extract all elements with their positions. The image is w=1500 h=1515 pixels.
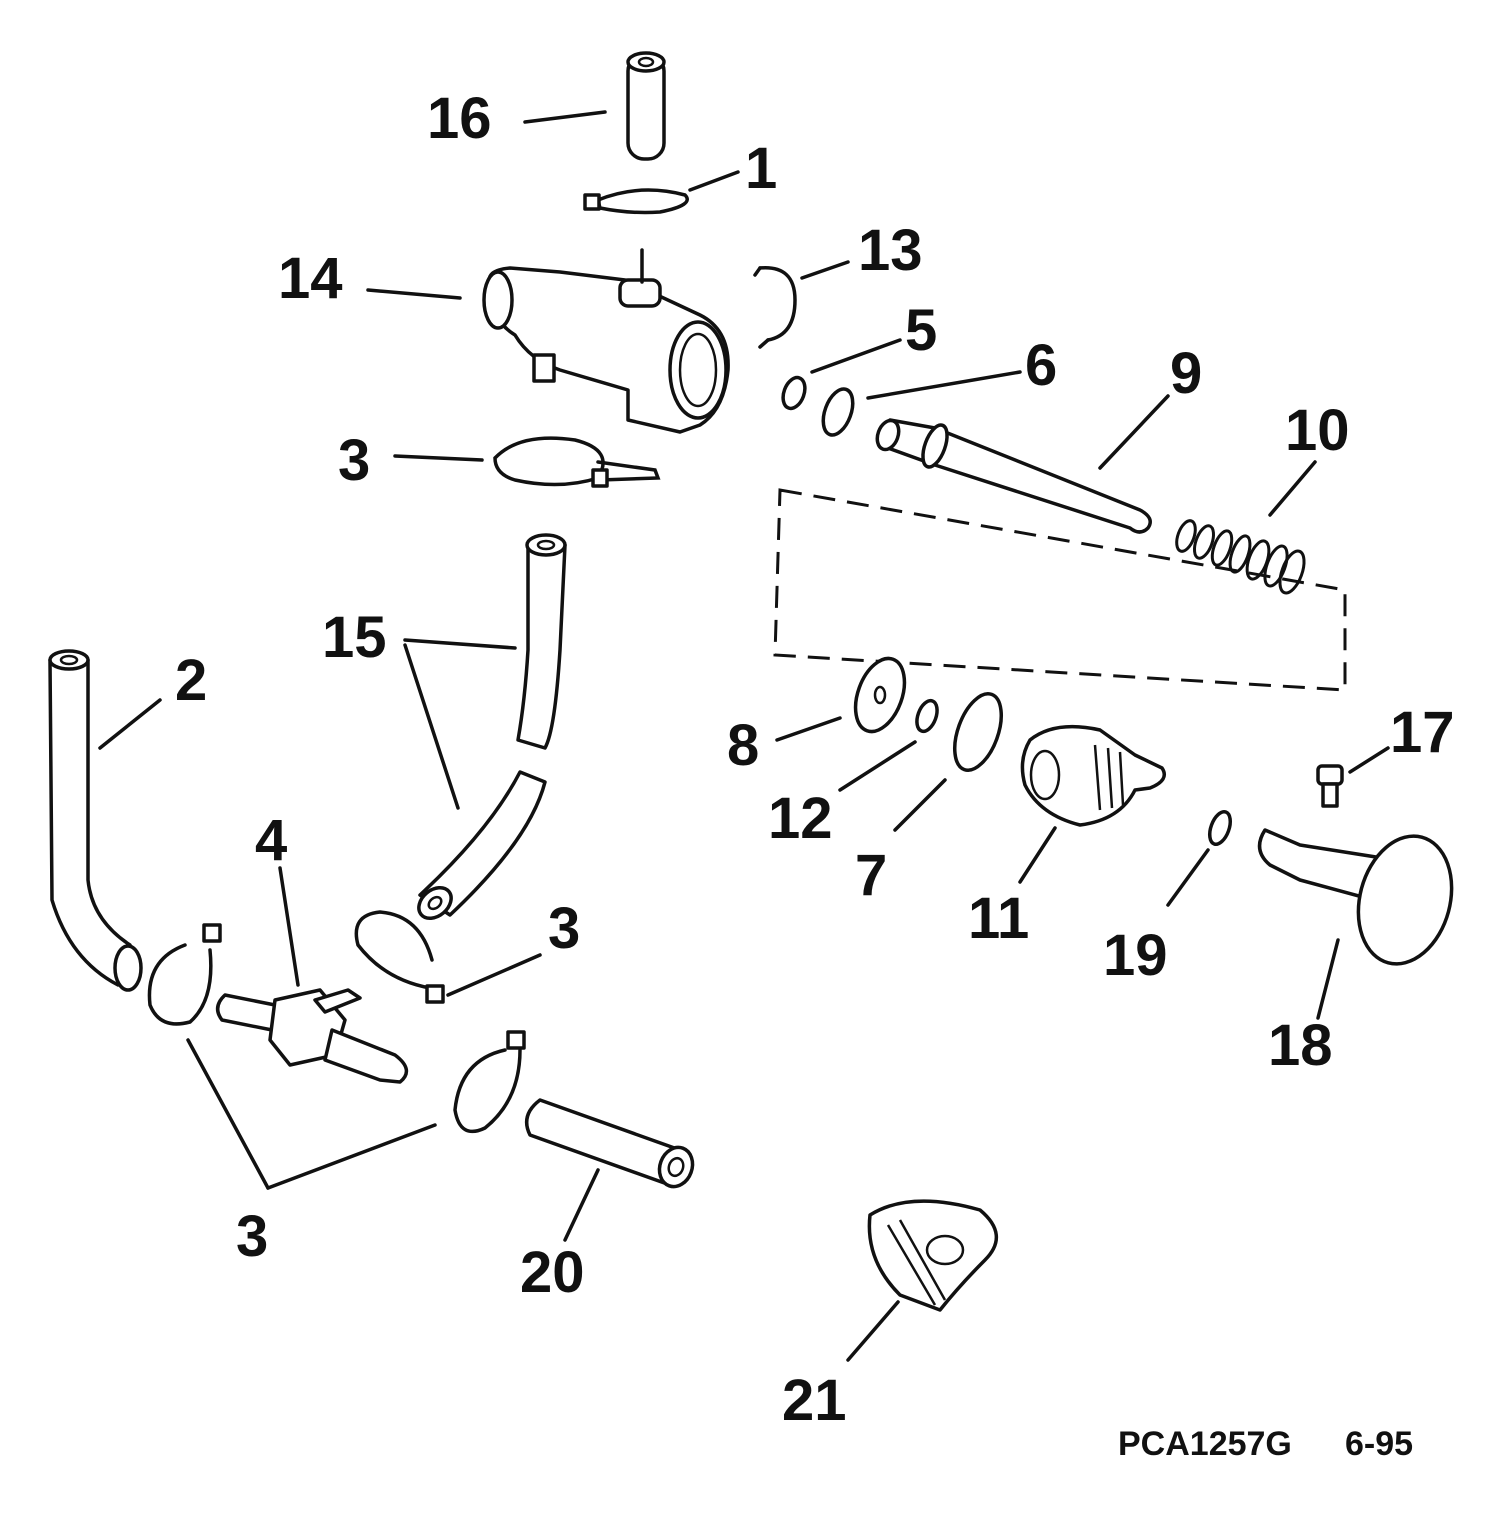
part-3-clamp-lower xyxy=(453,1030,526,1134)
callout-3-lower: 3 xyxy=(236,1204,268,1269)
callout-15: 15 xyxy=(322,605,387,670)
callout-9: 9 xyxy=(1170,341,1202,406)
part-7-o-ring xyxy=(953,692,1003,772)
part-3-clamp-left xyxy=(147,923,222,1026)
callout-20: 20 xyxy=(520,1240,585,1305)
part-12-o-ring xyxy=(915,698,939,734)
part-15-hose-upper xyxy=(516,533,567,750)
part-2-bent-hose xyxy=(48,649,143,992)
part-20-hose xyxy=(524,1098,695,1189)
part-1-clamp xyxy=(583,188,689,215)
part-17-screw xyxy=(1316,764,1344,808)
part-19-o-ring xyxy=(1207,809,1233,847)
callout-16: 16 xyxy=(427,86,492,151)
part-18-plunger-knob xyxy=(1257,828,1454,966)
callout-17: 17 xyxy=(1390,700,1455,765)
callout-13: 13 xyxy=(858,218,923,283)
callout-12: 12 xyxy=(768,786,833,851)
callout-8: 8 xyxy=(727,713,759,778)
part-14-valve-body xyxy=(482,248,730,434)
assembly-dashed-outline xyxy=(773,488,1347,692)
callout-1: 1 xyxy=(745,136,777,201)
callout-3-upper: 3 xyxy=(338,428,370,493)
callout-4: 4 xyxy=(255,808,287,873)
date-label: 6-95 xyxy=(1345,1425,1413,1463)
part-21-clip xyxy=(867,1199,999,1312)
part-5-o-ring xyxy=(781,375,807,411)
callout-10: 10 xyxy=(1285,398,1350,463)
callout-7: 7 xyxy=(855,843,887,908)
callout-21: 21 xyxy=(782,1368,847,1433)
part-6-o-ring xyxy=(821,387,855,437)
part-8-washer xyxy=(853,656,907,734)
part-13-retaining-ring xyxy=(753,266,797,349)
part-15-hose-lower xyxy=(417,770,547,921)
part-4-tee-fitting xyxy=(215,988,409,1084)
callout-11: 11 xyxy=(968,886,1029,951)
part-3-clamp-upper xyxy=(493,436,661,488)
part-3-clamp-middle xyxy=(354,910,445,1004)
part-16-hose xyxy=(626,51,666,161)
callout-6: 6 xyxy=(1025,333,1057,398)
part-code-label: PCA1257G xyxy=(1118,1425,1292,1463)
callout-14: 14 xyxy=(278,246,343,311)
part-9-valve-stem xyxy=(875,418,1152,534)
part-10-spring xyxy=(1175,519,1306,595)
callout-5: 5 xyxy=(905,298,937,363)
callout-3-middle: 3 xyxy=(548,896,580,961)
callout-18: 18 xyxy=(1268,1013,1333,1078)
callout-2: 2 xyxy=(175,648,207,713)
part-11-valve-seat xyxy=(1020,724,1166,827)
callout-19: 19 xyxy=(1103,923,1168,988)
